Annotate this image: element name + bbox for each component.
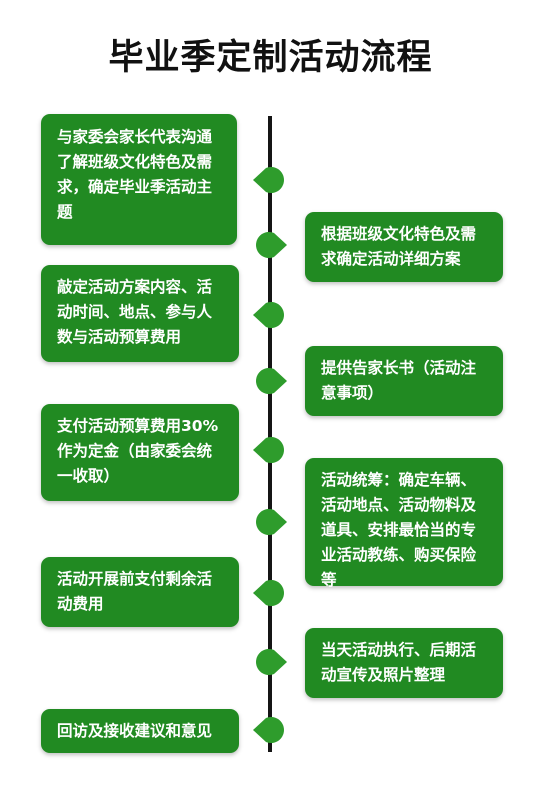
step-8-text: 当天活动执行、后期活动宣传及照片整理 bbox=[321, 641, 477, 684]
step-6-text: 活动统筹：确定车辆、活动地点、活动物料及道具、安排最恰当的专业活动教练、购买保险… bbox=[321, 471, 477, 589]
timeline-line bbox=[268, 116, 272, 752]
step-2-text: 根据班级文化特色及需求确定活动详细方案 bbox=[321, 225, 477, 268]
page-title: 毕业季定制活动流程 bbox=[108, 38, 433, 78]
step-9-text: 回访及接收建议和意见 bbox=[57, 722, 213, 740]
step-1-text: 与家委会家长代表沟通了解班级文化特色及需求，确定毕业季活动主题 bbox=[57, 128, 213, 221]
step-4-text: 提供告家长书（活动注意事项） bbox=[321, 359, 477, 402]
step-7-box: 活动开展前支付剩余活动费用 bbox=[41, 557, 239, 627]
step-9-box: 回访及接收建议和意见 bbox=[41, 709, 239, 753]
step-1-box: 与家委会家长代表沟通了解班级文化特色及需求，确定毕业季活动主题 bbox=[41, 114, 237, 245]
step-6-box: 活动统筹：确定车辆、活动地点、活动物料及道具、安排最恰当的专业活动教练、购买保险… bbox=[305, 458, 503, 589]
step-3-text: 敲定活动方案内容、活动时间、地点、参与人数与活动预算费用 bbox=[57, 278, 213, 346]
step-2-box: 根据班级文化特色及需求确定活动详细方案 bbox=[305, 212, 503, 282]
step-3-box: 敲定活动方案内容、活动时间、地点、参与人数与活动预算费用 bbox=[41, 265, 239, 362]
step-4-box: 提供告家长书（活动注意事项） bbox=[305, 346, 503, 416]
step-8-box: 当天活动执行、后期活动宣传及照片整理 bbox=[305, 628, 503, 698]
step-5-text: 支付活动预算费用30%作为定金（由家委会统一收取） bbox=[57, 417, 219, 485]
step-5-box: 支付活动预算费用30%作为定金（由家委会统一收取） bbox=[41, 404, 239, 501]
step-7-text: 活动开展前支付剩余活动费用 bbox=[57, 570, 213, 613]
